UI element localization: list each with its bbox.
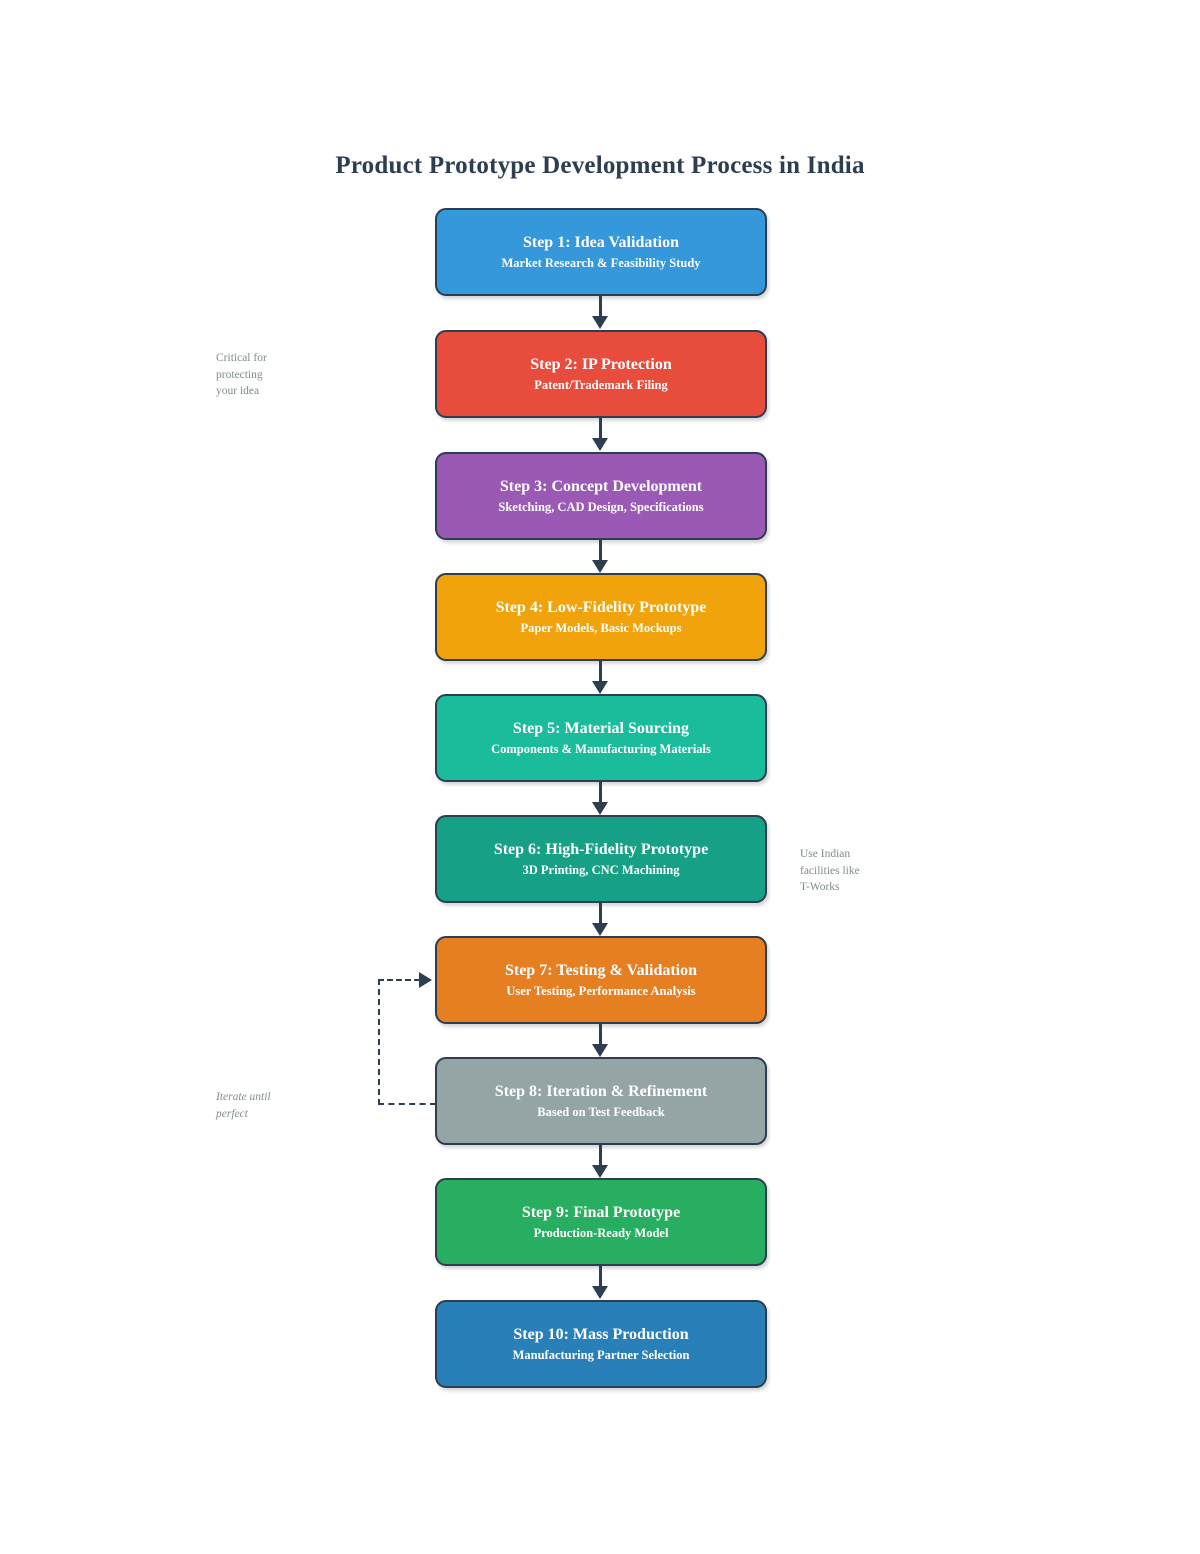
feedback-loop-segment-bottom [378, 1103, 436, 1105]
node-subtitle: Sketching, CAD Design, Specifications [498, 500, 704, 514]
node-subtitle: User Testing, Performance Analysis [506, 984, 696, 998]
node-title: Step 1: Idea Validation [522, 234, 680, 251]
annotation-iterate: Iterate until perfect [216, 1091, 271, 1120]
arrowhead-8-9 [592, 1165, 608, 1178]
connector-4-5 [599, 661, 602, 685]
arrowhead-1-2 [592, 316, 608, 329]
arrowhead-4-5 [592, 681, 608, 694]
feedback-loop-arrowhead [419, 972, 432, 988]
flow-node-step-2[interactable]: Step 2: IP Protection Patent/Trademark F… [435, 330, 767, 418]
connector-2-3 [599, 418, 602, 442]
node-title: Step 2: IP Protection [530, 356, 672, 373]
node-subtitle: 3D Printing, CNC Machining [522, 863, 680, 877]
connector-1-2 [599, 296, 602, 320]
node-subtitle: Patent/Trademark Filing [534, 378, 668, 392]
arrowhead-3-4 [592, 560, 608, 573]
node-title: Step 5: Material Sourcing [512, 720, 690, 737]
connector-9-10 [599, 1266, 602, 1290]
node-title: Step 8: Iteration & Refinement [494, 1083, 708, 1100]
connector-8-9 [599, 1145, 602, 1169]
node-title: Step 9: Final Prototype [521, 1204, 681, 1221]
feedback-loop-segment-top [378, 979, 420, 981]
flow-node-step-9[interactable]: Step 9: Final Prototype Production-Ready… [435, 1178, 767, 1266]
flow-node-step-8[interactable]: Step 8: Iteration & Refinement Based on … [435, 1057, 767, 1145]
annotation-ip-protection: Critical for protecting your idea [216, 352, 267, 397]
page-title: Product Prototype Development Process in… [335, 152, 865, 179]
flow-node-step-3[interactable]: Step 3: Concept Development Sketching, C… [435, 452, 767, 540]
flow-node-step-10[interactable]: Step 10: Mass Production Manufacturing P… [435, 1300, 767, 1388]
arrowhead-2-3 [592, 438, 608, 451]
node-subtitle: Production-Ready Model [533, 1226, 669, 1240]
node-subtitle: Paper Models, Basic Mockups [520, 621, 682, 635]
node-title: Step 6: High-Fidelity Prototype [493, 841, 709, 858]
node-title: Step 4: Low-Fidelity Prototype [495, 599, 707, 616]
feedback-loop-segment-left [378, 979, 380, 1105]
connector-3-4 [599, 540, 602, 564]
node-subtitle: Market Research & Feasibility Study [501, 256, 701, 270]
connector-5-6 [599, 782, 602, 806]
flow-node-step-1[interactable]: Step 1: Idea Validation Market Research … [435, 208, 767, 296]
flow-node-step-6[interactable]: Step 6: High-Fidelity Prototype 3D Print… [435, 815, 767, 903]
connector-7-8 [599, 1024, 602, 1048]
node-title: Step 10: Mass Production [513, 1326, 689, 1343]
flow-node-step-4[interactable]: Step 4: Low-Fidelity Prototype Paper Mod… [435, 573, 767, 661]
annotation-indian-facilities: Use Indian facilities like T-Works [800, 848, 860, 893]
flow-node-step-7[interactable]: Step 7: Testing & Validation User Testin… [435, 936, 767, 1024]
node-title: Step 7: Testing & Validation [504, 962, 698, 979]
arrowhead-6-7 [592, 923, 608, 936]
arrowhead-7-8 [592, 1044, 608, 1057]
node-title: Step 3: Concept Development [499, 478, 703, 495]
arrowhead-5-6 [592, 802, 608, 815]
connector-6-7 [599, 903, 602, 927]
node-subtitle: Manufacturing Partner Selection [512, 1348, 690, 1362]
flow-node-step-5[interactable]: Step 5: Material Sourcing Components & M… [435, 694, 767, 782]
node-subtitle: Components & Manufacturing Materials [491, 742, 711, 756]
node-subtitle: Based on Test Feedback [537, 1105, 665, 1119]
arrowhead-9-10 [592, 1286, 608, 1299]
